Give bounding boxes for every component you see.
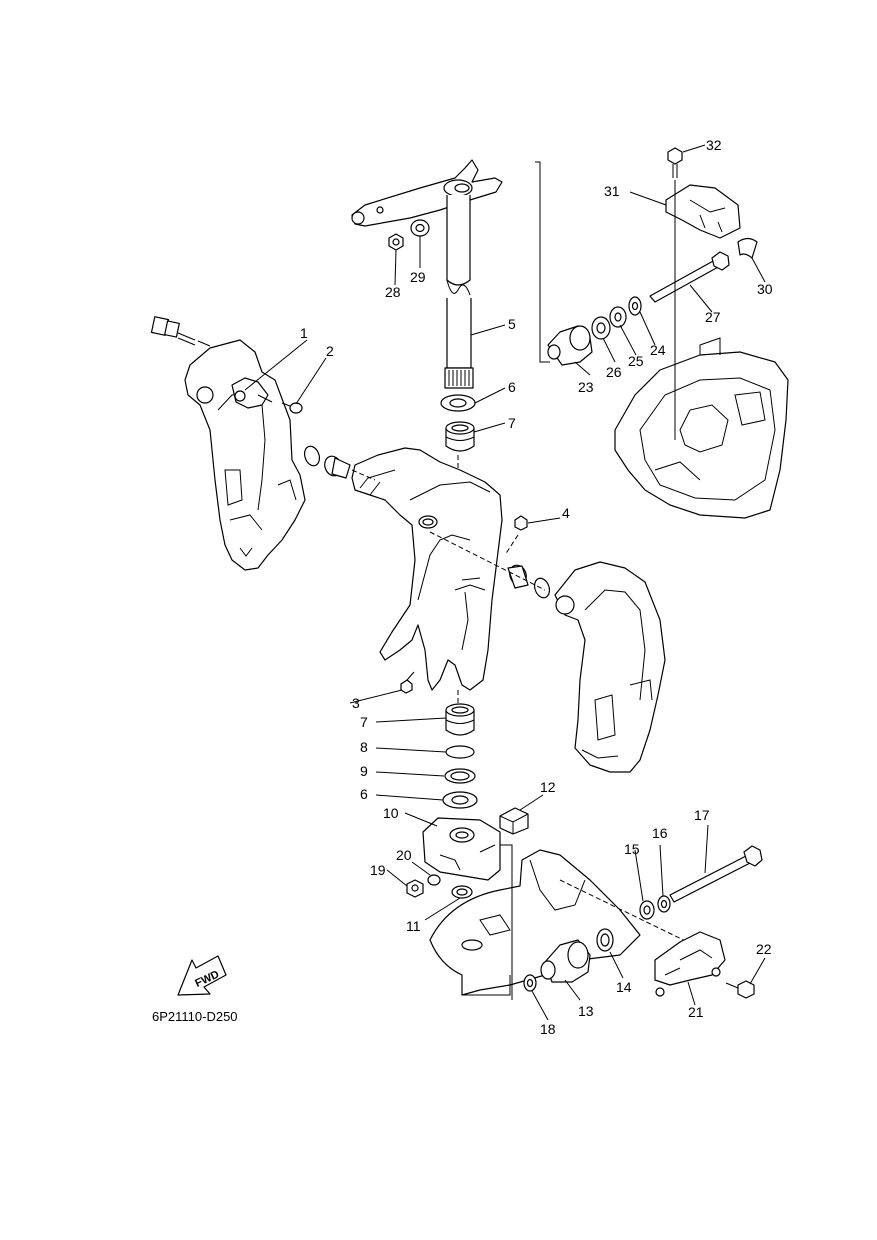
- callout-28: 28: [385, 284, 401, 300]
- callout-19: 19: [370, 862, 386, 878]
- clamp-bracket-left: [184, 339, 306, 571]
- clamp-bracket-right: [554, 561, 666, 773]
- callout-7-top: 7: [508, 415, 516, 431]
- callout-1: 1: [300, 325, 308, 341]
- thrust-washer-6-bottom: [442, 791, 478, 809]
- diagram-code: 6P21110-D250: [152, 1009, 238, 1024]
- bracket-21: [654, 931, 726, 997]
- fwd-direction-arrow: FWD: [177, 955, 227, 996]
- callout-24: 24: [650, 342, 666, 358]
- callout-22: 22: [756, 941, 772, 957]
- bolt-32: [667, 147, 683, 178]
- callout-31: 31: [604, 183, 620, 199]
- engine-base-plate: [614, 337, 789, 519]
- mount-rubber-13: [540, 939, 591, 983]
- nut-28: [388, 233, 404, 251]
- callout-32: 32: [706, 137, 722, 153]
- callout-25: 25: [628, 353, 644, 369]
- callout-14: 14: [616, 979, 632, 995]
- callout-26: 26: [606, 364, 622, 380]
- trim-sensor-connector: [150, 316, 211, 347]
- callout-20: 20: [396, 847, 412, 863]
- callout-6-top: 6: [508, 379, 516, 395]
- callout-10: 10: [383, 805, 399, 821]
- bolt-3: [400, 671, 415, 694]
- callout-7-bottom: 7: [360, 714, 368, 730]
- grease-nipple-4: [514, 515, 528, 531]
- callout-18: 18: [540, 1021, 556, 1037]
- trim-sensor-1: [231, 377, 273, 409]
- callout-23: 23: [578, 379, 594, 395]
- o-ring-8: [445, 745, 475, 759]
- callout-9: 9: [360, 763, 368, 779]
- mount-rubber-23: [547, 325, 593, 366]
- swivel-bracket: [351, 447, 503, 691]
- washer-29: [410, 219, 430, 237]
- collar-left: [324, 455, 351, 479]
- thrust-washer-6-top: [440, 394, 476, 412]
- clip-11: [451, 885, 473, 899]
- washer-20: [427, 874, 441, 886]
- bolt-22: [725, 980, 755, 999]
- washer-15: [639, 900, 655, 920]
- cap-30: [737, 237, 758, 259]
- callout-2: 2: [326, 343, 334, 359]
- callout-6-bottom: 6: [360, 786, 368, 802]
- callout-17: 17: [694, 807, 710, 823]
- callout-15: 15: [624, 841, 640, 857]
- bushing-7-top: [445, 421, 475, 452]
- callout-12: 12: [540, 779, 556, 795]
- callout-13: 13: [578, 1003, 594, 1019]
- bolt-27: [649, 251, 730, 303]
- screw-2: [281, 402, 303, 414]
- damper-12: [499, 807, 529, 835]
- washer-right: [533, 577, 551, 599]
- callout-labels: 1 2 3 4 5 6 6 7 7 8 9 10 11 12 13 14 15 …: [300, 137, 773, 1037]
- callout-16: 16: [652, 825, 668, 841]
- washer-16: [657, 895, 671, 913]
- washer-left: [303, 445, 321, 467]
- callout-3: 3: [352, 695, 360, 711]
- steering-shaft: [444, 195, 474, 389]
- bolt-17: [669, 845, 763, 903]
- callout-8: 8: [360, 739, 368, 755]
- washer-24: [628, 296, 642, 316]
- bushing-7-bottom: [445, 703, 475, 736]
- callout-4: 4: [562, 505, 570, 521]
- washer-18: [523, 974, 537, 992]
- washer-26: [591, 316, 611, 340]
- washer-25: [609, 306, 627, 328]
- collar-right: [507, 564, 529, 589]
- callout-21: 21: [688, 1004, 704, 1020]
- mount-cover-31: [665, 184, 741, 239]
- callout-29: 29: [410, 269, 426, 285]
- callout-11: 11: [406, 918, 421, 934]
- steering-arm: [351, 159, 503, 227]
- washer-14: [596, 928, 614, 952]
- nut-19: [406, 879, 424, 898]
- washer-9: [444, 768, 476, 784]
- leader-lines: [244, 144, 766, 1021]
- callout-30: 30: [757, 281, 773, 297]
- callout-5: 5: [508, 316, 516, 332]
- lower-bracket-10: [422, 817, 501, 881]
- callout-27: 27: [705, 309, 721, 325]
